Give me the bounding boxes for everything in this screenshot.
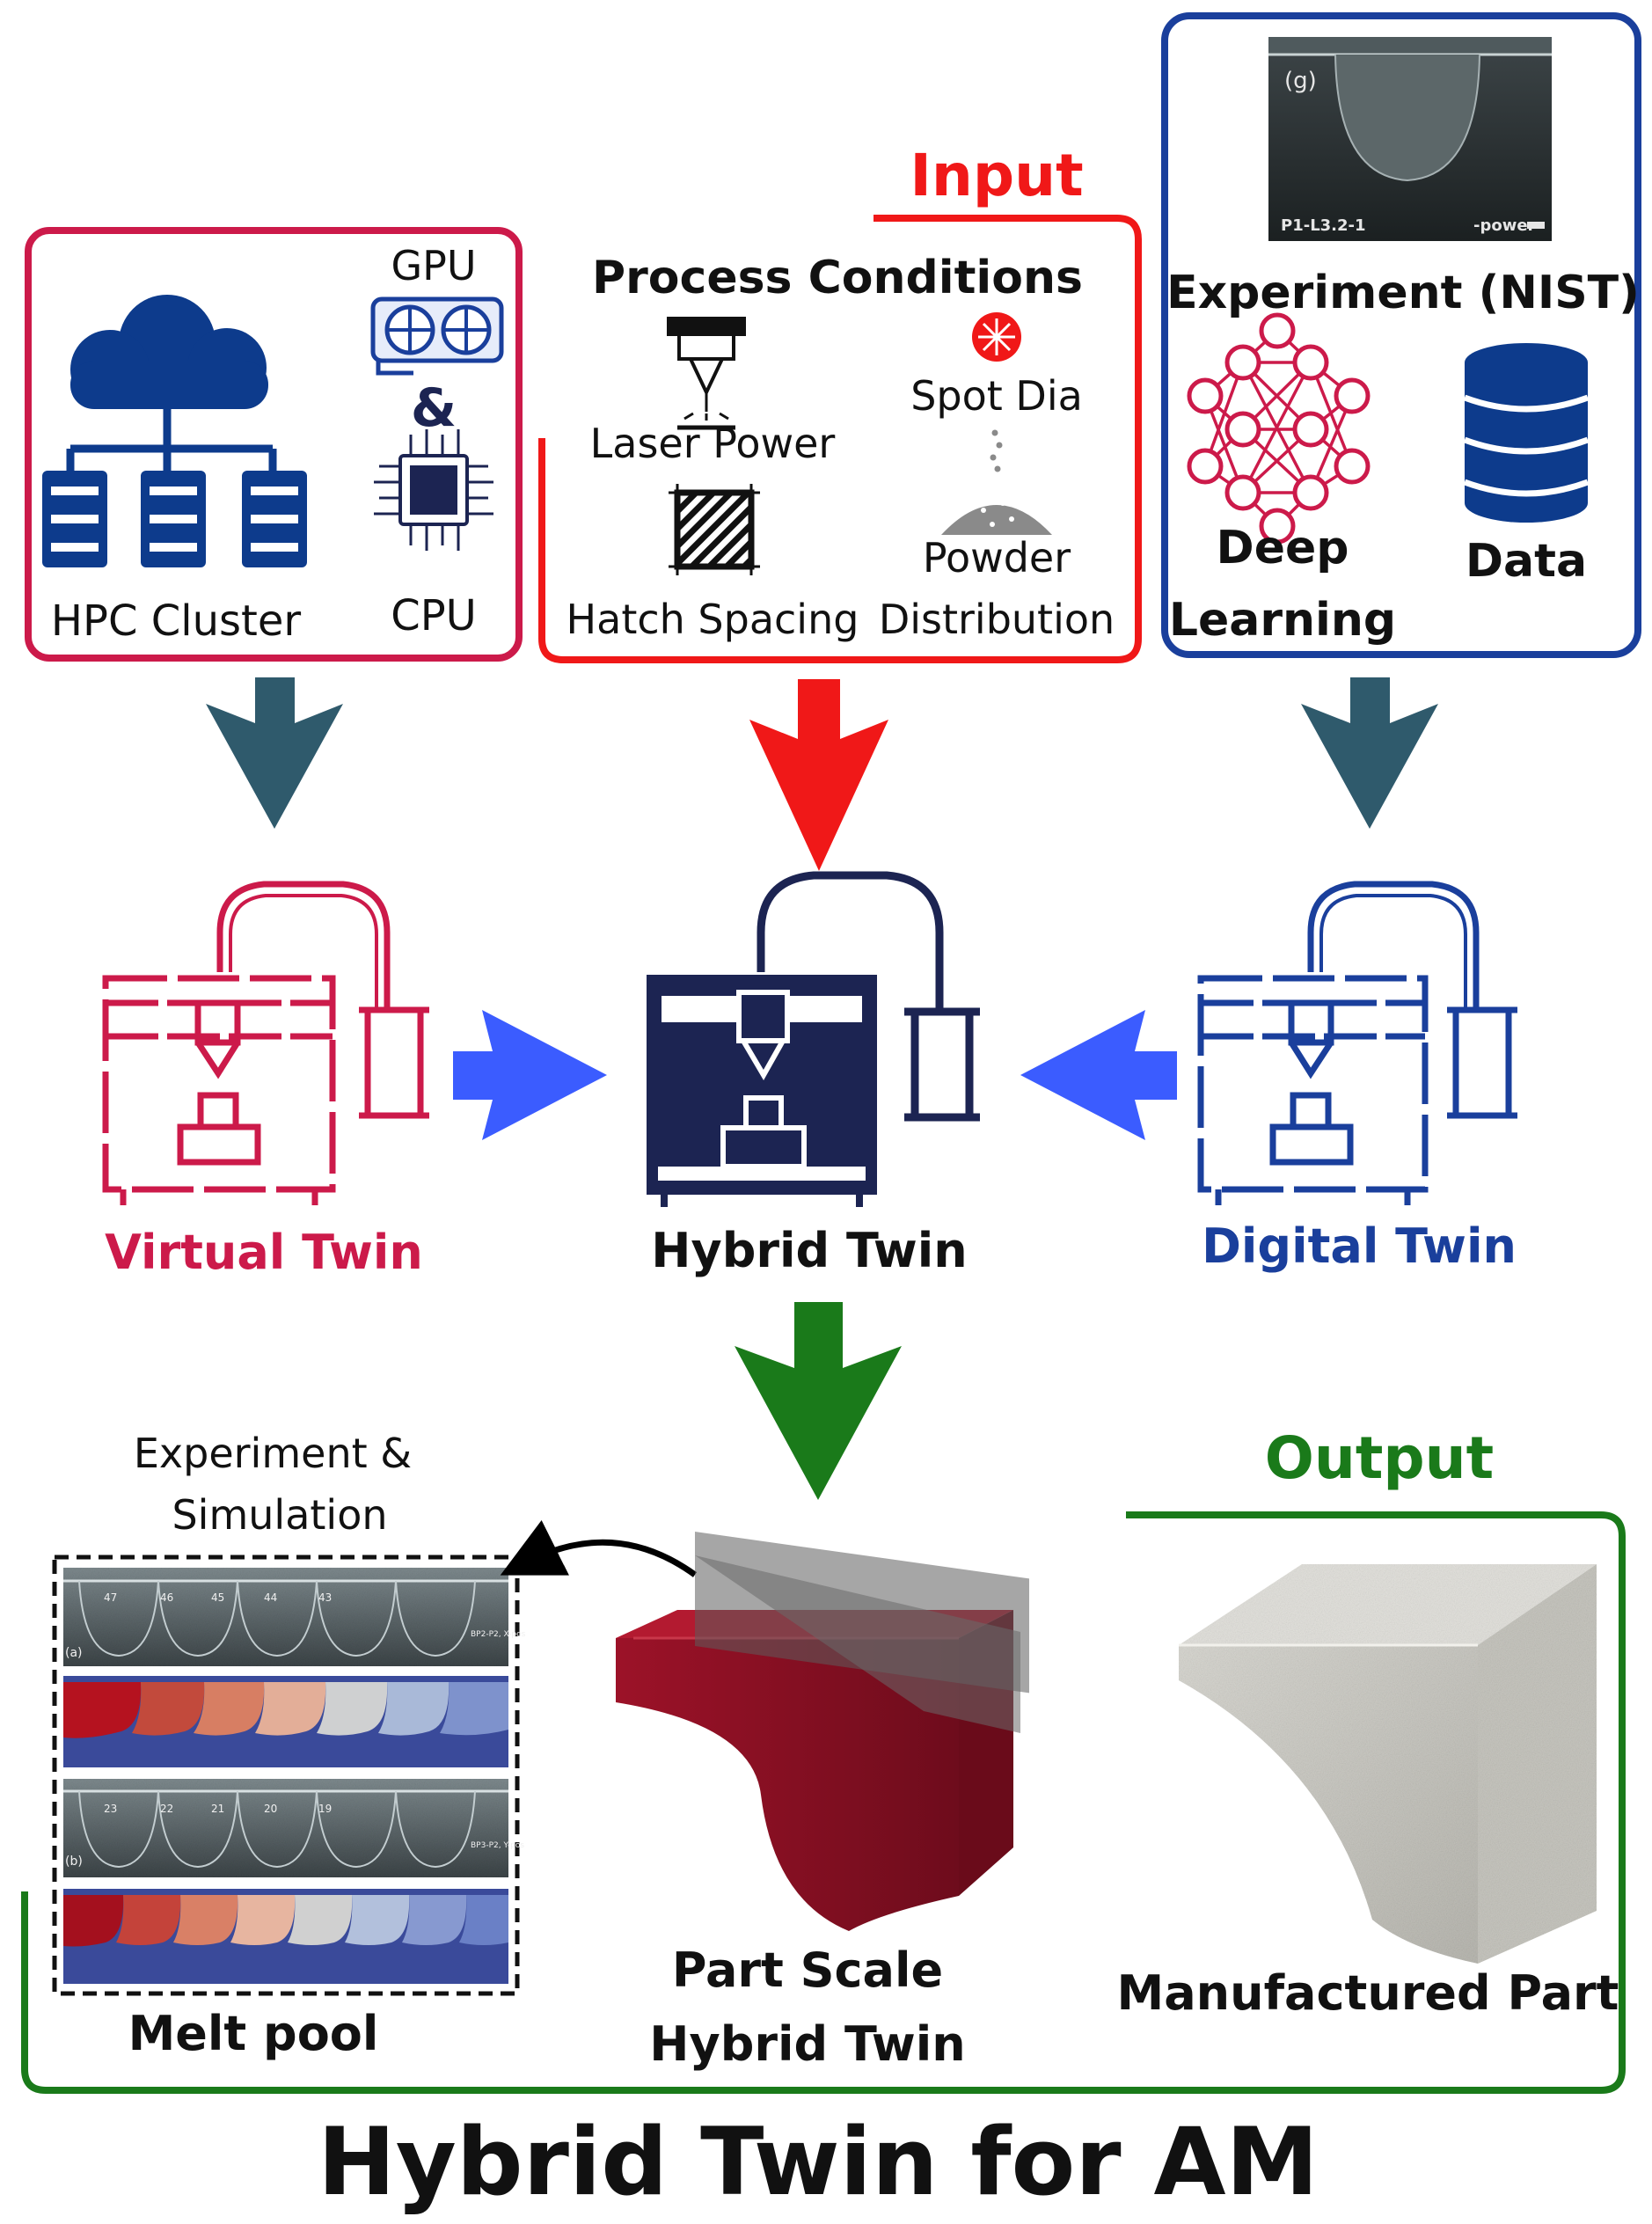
manufactured-part-label: Manufactured Part — [1117, 1965, 1619, 2021]
arrow-down-center — [749, 679, 888, 871]
experiment-panel: (g) P1-L3.2-1 -power Experiment (NIST) D… — [1161, 12, 1641, 658]
manufactured-part-model — [1179, 1564, 1597, 1964]
arrow-right-from-virtual — [453, 1010, 607, 1140]
deep-learning-label-2: Learning — [1169, 594, 1396, 647]
ampersand-label: & — [411, 377, 457, 439]
arrow-down-output — [735, 1302, 902, 1500]
micro-b-tag: (b) — [65, 1855, 83, 1869]
micro-a-num: 44 — [264, 1591, 277, 1604]
neural-network-icon — [1187, 312, 1371, 545]
micro-b-num: 21 — [211, 1803, 224, 1815]
deep-learning-label-1: Deep — [1217, 522, 1349, 574]
input-frame — [538, 215, 1142, 663]
arrow-down-left — [206, 677, 343, 829]
simulation-b — [63, 1889, 508, 1984]
melt-pool-composite: (a) 47 46 45 44 43 BP2-P2, X-pos — [52, 1555, 526, 1996]
cloud-icon — [70, 295, 268, 409]
part-scale-label-1: Part Scale — [672, 1942, 943, 1998]
micro-a-side: BP2-P2, X-pos — [471, 1630, 526, 1639]
melt-pool-label: Melt pool — [128, 2006, 379, 2061]
hpc-panel: HPC Cluster GPU & CPU — [25, 227, 523, 662]
photo-caption-left: P1-L3.2-1 — [1281, 216, 1366, 235]
process-conditions-title: Process Conditions — [592, 252, 1083, 304]
cpu-label: CPU — [391, 591, 477, 640]
laser-power-label: Laser Power — [590, 420, 836, 467]
virtual-twin-printer-icon — [102, 881, 429, 1205]
network-lines-icon — [66, 409, 277, 475]
data-label: Data — [1466, 535, 1587, 588]
micro-b-num: 23 — [104, 1803, 117, 1815]
micro-b-num: 22 — [160, 1803, 173, 1815]
output-panel: Output Experiment & Simulation (a) 47 46… — [21, 1424, 1626, 2094]
hpc-cluster-label: HPC Cluster — [51, 596, 301, 646]
arrow-left-from-digital — [1020, 1010, 1177, 1140]
hatch-spacing-label: Hatch Spacing — [567, 596, 859, 643]
micro-a-num: 43 — [318, 1591, 332, 1604]
photo-tag: (g) — [1284, 68, 1317, 94]
gpu-icon — [370, 296, 504, 376]
input-heading: Input — [910, 142, 1083, 209]
virtual-twin-label: Virtual Twin — [105, 1225, 423, 1280]
micro-a-tag: (a) — [65, 1646, 83, 1660]
laser-nozzle-icon — [667, 317, 746, 430]
powder-label: Powder — [923, 534, 1071, 582]
micro-a-num: 47 — [104, 1591, 117, 1604]
exp-sim-label-1: Experiment & — [134, 1430, 412, 1477]
micro-b-num: 19 — [318, 1803, 332, 1815]
micro-b-num: 20 — [264, 1803, 277, 1815]
input-panel: Input Process Conditions Laser Power Spo… — [538, 142, 1142, 663]
database-icon — [1463, 343, 1590, 523]
micrograph-b: (b) 23 22 21 20 19 BP3-P2, Y-pos — [63, 1779, 524, 1877]
main-title: Hybrid Twin for AM — [318, 2108, 1319, 2216]
part-scale-model — [616, 1532, 1029, 1931]
experiment-frame — [1161, 12, 1641, 658]
arrow-down-right — [1301, 677, 1438, 829]
distribution-label: Distribution — [879, 596, 1115, 643]
micro-a-num: 45 — [211, 1591, 224, 1604]
slice-to-meltpool-arrow — [500, 1520, 698, 1577]
spot-dia-label: Spot Dia — [910, 372, 1083, 420]
cpu-icon — [374, 429, 493, 551]
micro-a-num: 46 — [160, 1591, 173, 1604]
gpu-label: GPU — [391, 242, 476, 289]
output-heading: Output — [1265, 1424, 1494, 1492]
micrograph-a: (a) 47 46 45 44 43 BP2-P2, X-pos — [63, 1568, 526, 1666]
hpc-frame — [25, 227, 523, 662]
simulation-a — [63, 1676, 508, 1767]
melt-pool-photo: (g) P1-L3.2-1 -power — [1268, 37, 1552, 241]
exp-sim-label-2: Simulation — [172, 1491, 387, 1539]
digital-twin-label: Digital Twin — [1202, 1218, 1517, 1274]
part-scale-label-2: Hybrid Twin — [649, 2016, 965, 2072]
experiment-title: Experiment (NIST) — [1166, 267, 1640, 319]
hatch-spacing-icon — [669, 484, 760, 575]
micro-b-side: BP3-P2, Y-pos — [471, 1841, 524, 1850]
powder-icon — [941, 429, 1052, 535]
photo-caption-right: -power — [1473, 216, 1536, 235]
output-frame — [21, 1511, 1626, 2094]
hybrid-twin-printer-icon — [647, 871, 980, 1207]
digital-twin-printer-icon — [1197, 881, 1517, 1205]
spot-icon — [972, 312, 1021, 362]
hybrid-twin-label: Hybrid Twin — [651, 1223, 967, 1278]
